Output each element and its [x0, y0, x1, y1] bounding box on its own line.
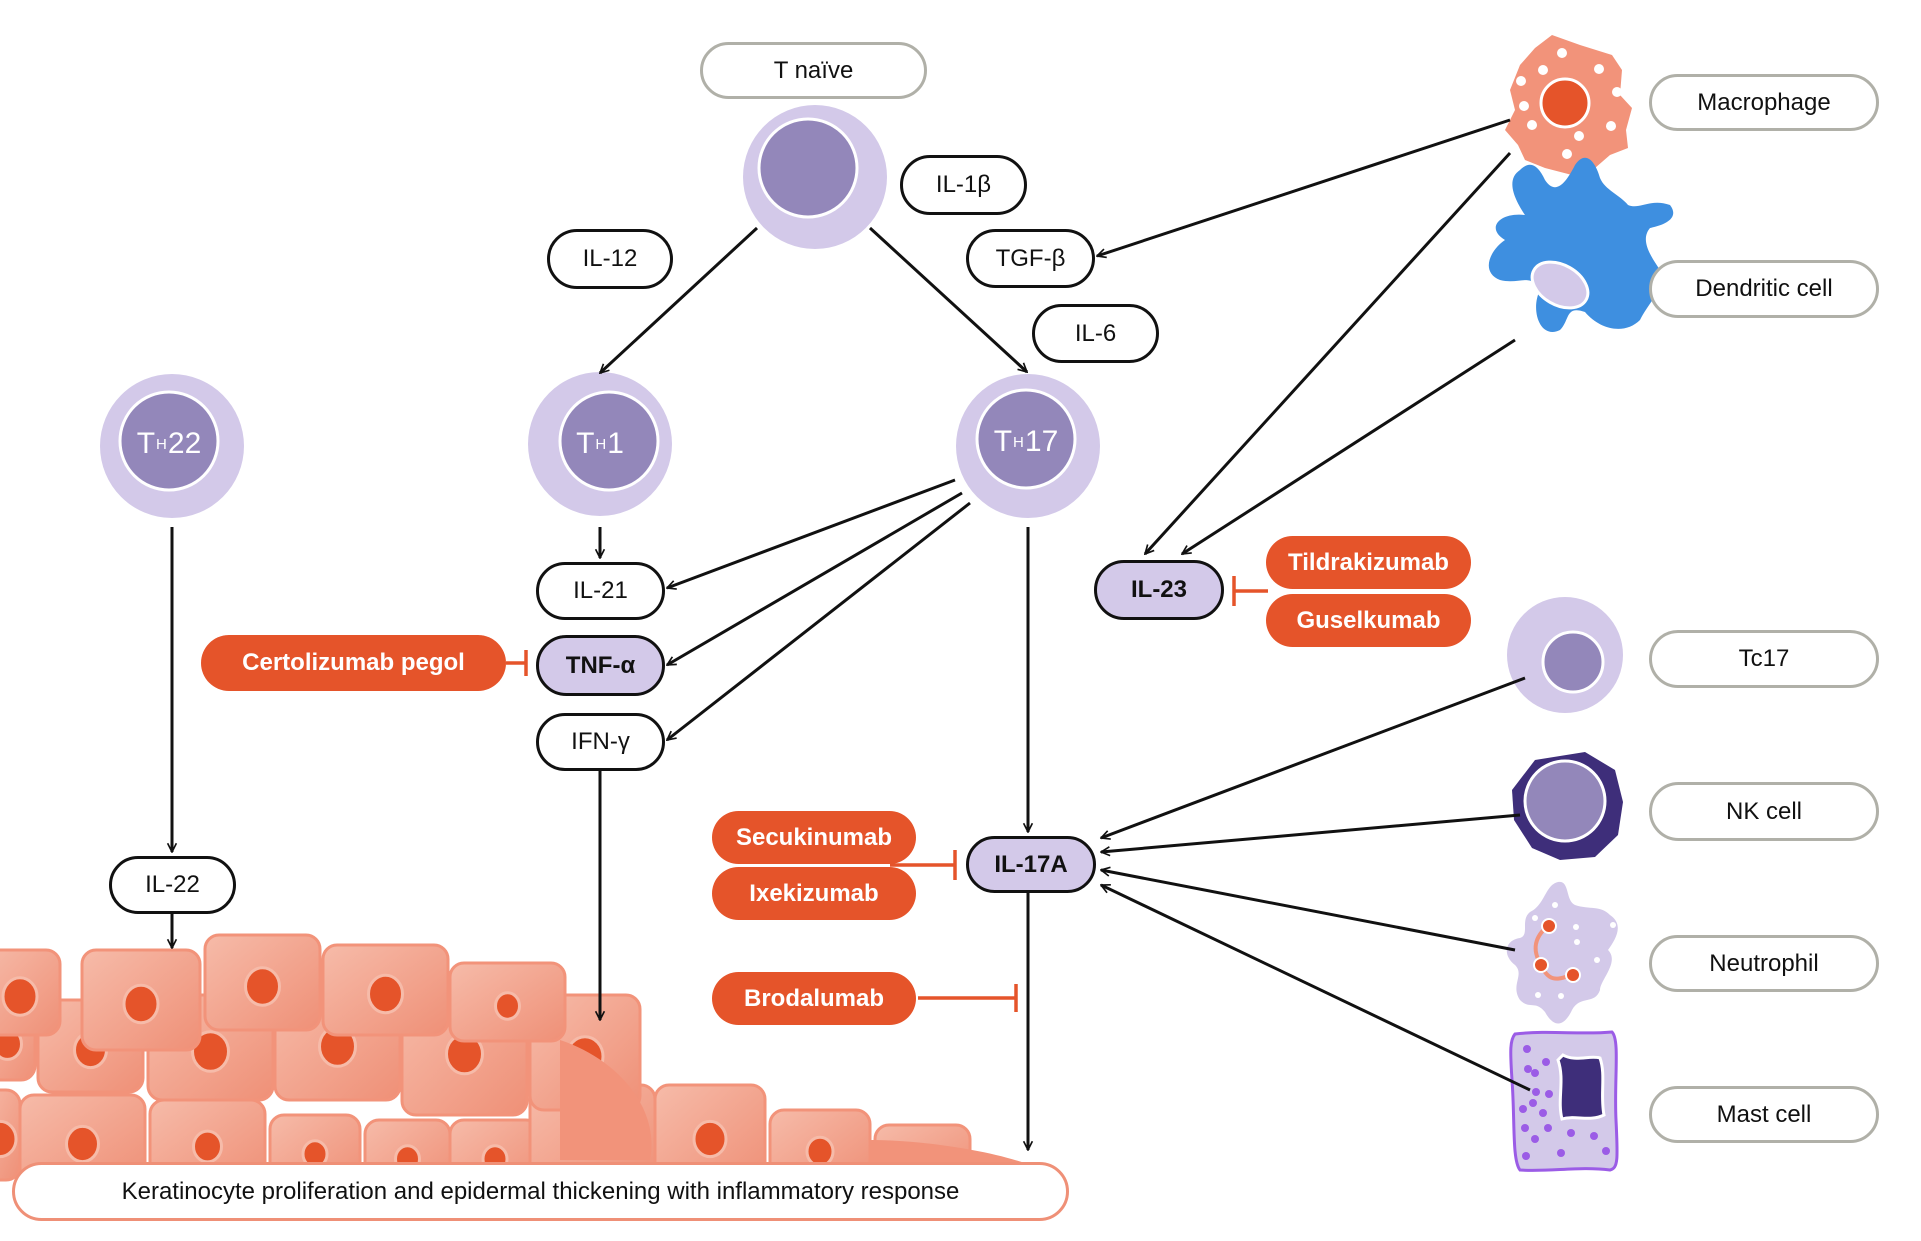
arrow-naive-to-th17 — [868, 226, 1027, 372]
arrow-tc17-to-il17a — [1101, 676, 1526, 838]
tc17-cell-icon — [1507, 597, 1623, 713]
t-naive-cell-icon — [743, 105, 887, 249]
th1-label-prefix: T — [576, 427, 595, 460]
nk-cell-icon — [1512, 752, 1623, 860]
neutrophil-icon — [1506, 881, 1618, 1024]
label-mast-cell: Mast cell — [1649, 1086, 1879, 1143]
keratinocyte-nucleus — [692, 1119, 728, 1159]
label-dendritic-cell: Dendritic cell — [1649, 260, 1879, 318]
keratinocyte-nucleus — [367, 973, 404, 1015]
arrow-th17-to-ifng — [667, 501, 971, 742]
macrophage-icon — [1505, 35, 1632, 175]
mast-cell-icon — [1509, 1030, 1619, 1172]
label-neutrophil: Neutrophil — [1649, 935, 1879, 992]
epidermis-edge — [560, 1040, 1030, 1165]
label-tc17: Tc17 — [1649, 630, 1879, 688]
arrow-macrophage-to-il23 — [1145, 151, 1512, 554]
cytokine-il23: IL-23 — [1094, 560, 1224, 620]
label-nk-cell: NK cell — [1649, 782, 1879, 841]
th22-label-prefix: T — [136, 427, 156, 460]
cytokine-il22: IL-22 — [109, 856, 236, 914]
cytokine-ifng: IFN-γ — [536, 713, 665, 771]
cytokine-il1b: IL-1β — [900, 155, 1027, 215]
drug-tildrakizumab: Tildrakizumab — [1266, 536, 1471, 589]
arrow-mast-to-il17a — [1101, 883, 1531, 1092]
activation-arrows — [172, 118, 1531, 1150]
th17-cell-icon — [956, 374, 1100, 518]
keratinocyte-nucleus — [244, 966, 281, 1007]
arrow-neutrophil-to-il17a — [1101, 870, 1516, 952]
th17-label-prefix: T — [993, 425, 1013, 458]
keratinocyte-nucleus — [0, 1119, 18, 1159]
keratinocyte-nucleus — [191, 1030, 230, 1073]
th17-label-sub: H — [1013, 433, 1024, 451]
drug-secukinumab: Secukinumab — [712, 811, 916, 864]
arrow-th17-to-tnfa — [667, 491, 963, 667]
drug-brodalumab: Brodalumab — [712, 972, 916, 1025]
arrow-th17-to-il21 — [667, 478, 956, 588]
keratinocyte-nucleus — [65, 1124, 100, 1164]
inhibition-lines — [506, 576, 1268, 1012]
arrow-nk-to-il17a — [1101, 813, 1521, 852]
th1-cell-icon — [528, 372, 672, 516]
th1-label-sub: H — [595, 435, 607, 453]
keratinocyte-nucleus — [494, 991, 521, 1021]
keratinocyte-nucleus — [192, 1129, 223, 1164]
keratinocyte-nucleus — [1, 976, 39, 1017]
drug-guselkumab: Guselkumab — [1266, 594, 1471, 647]
drug-certolizumab-pegol: Certolizumab pegol — [201, 635, 506, 691]
cytokine-il12: IL-12 — [547, 229, 673, 289]
drug-ixekizumab: Ixekizumab — [712, 867, 916, 920]
label-macrophage: Macrophage — [1649, 74, 1879, 131]
outcome-keratinocyte-proliferation: Keratinocyte proliferation and epidermal… — [12, 1162, 1069, 1221]
arrow-dendritic-to-il23 — [1182, 338, 1516, 556]
th17-label-suffix: 17 — [1024, 425, 1059, 458]
arrow-naive-to-th1 — [600, 226, 759, 373]
th1-label-suffix: 1 — [607, 427, 624, 460]
keratinocyte-nucleus — [122, 983, 160, 1025]
th22-label-suffix: 22 — [167, 427, 202, 460]
arrow-macrophage-to-tgfb — [1097, 118, 1511, 256]
cytokine-il6: IL-6 — [1032, 304, 1159, 363]
th22-label-sub: H — [156, 435, 167, 453]
cytokine-tgfb: TGF-β — [966, 229, 1095, 288]
dendritic-cell-icon — [1488, 157, 1674, 332]
cytokine-il21: IL-21 — [536, 562, 665, 620]
t-naive-label: T naïve — [700, 42, 927, 99]
cytokine-il17a: IL-17A — [966, 836, 1096, 893]
cytokine-tnfa: TNF-α — [536, 635, 665, 696]
th22-cell-icon — [100, 374, 244, 518]
